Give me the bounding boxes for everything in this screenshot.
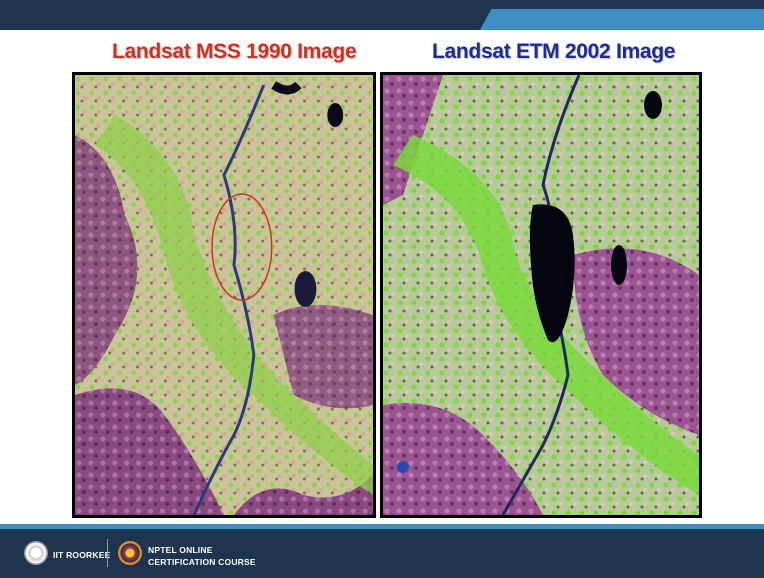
landsat-mss-1990-scene: [75, 75, 373, 515]
bottom-accent-stripe: [0, 524, 764, 529]
landsat-mss-1990-image: [72, 72, 376, 518]
nptel-logo-icon: [118, 541, 142, 565]
landsat-etm-2002-image: [380, 72, 702, 518]
iit-roorkee-logo-icon: [24, 541, 48, 565]
title-landsat-mss-1990: Landsat MSS 1990 Image: [112, 40, 357, 63]
footer-divider: [107, 539, 108, 567]
title-landsat-etm-2002: Landsat ETM 2002 Image: [432, 40, 676, 63]
landsat-etm-2002-scene: [383, 75, 699, 515]
highlight-ellipse: [211, 193, 273, 301]
footer-bar: [0, 529, 764, 578]
nptel-label-line2: CERTIFICATION COURSE: [148, 557, 256, 567]
institute-label: IIT ROORKEE: [53, 550, 111, 560]
top-accent-stripe: [480, 9, 764, 30]
nptel-label-line1: NPTEL ONLINE: [148, 545, 213, 555]
